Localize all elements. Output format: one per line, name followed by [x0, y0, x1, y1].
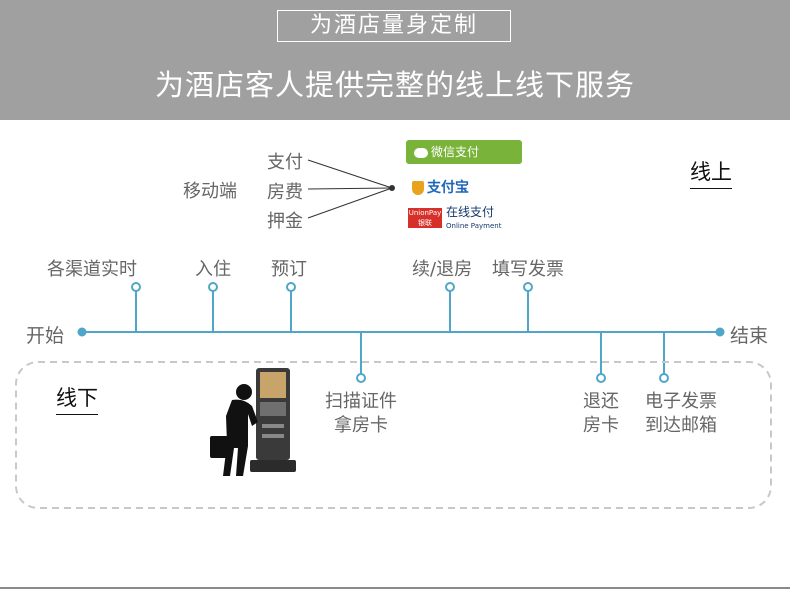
person-icon [210, 384, 258, 476]
timeline-end: 结束 [730, 325, 769, 347]
wechat-pay-text: 微信支付 [431, 145, 480, 159]
wechat-pay-badge: 微信支付 [406, 140, 522, 164]
alipay-badge: 支付宝 [406, 176, 486, 200]
unionpay-logo: UnionPay 银联 [408, 208, 442, 228]
alipay-shield-icon [412, 181, 424, 195]
kiosk-icon [250, 368, 296, 472]
timeline-start-dot [77, 327, 87, 337]
mobile-item-deposit: 押金 [267, 211, 303, 232]
banner-title: 为酒店客人提供完整的线上线下服务 [154, 68, 635, 102]
unionpay-text: 在线支付 [446, 205, 495, 219]
offline-box [15, 361, 772, 509]
connector-line [307, 187, 393, 219]
mobile-item-pay: 支付 [267, 152, 303, 173]
step-extend-checkout: 续/退房 [412, 259, 473, 280]
wechat-icon [414, 147, 428, 158]
bottom-divider [0, 587, 790, 589]
step-e-invoice: 电子发票 到达邮箱 [637, 390, 725, 438]
timeline-end-dot [715, 327, 725, 337]
mobile-label: 移动端 [183, 181, 237, 202]
step-booking: 预订 [271, 259, 307, 280]
connector-dot [389, 185, 395, 191]
step-scan-id: 扫描证件 拿房卡 [319, 390, 403, 438]
connector-line [307, 187, 393, 190]
top-ticks [131, 282, 533, 332]
step-scan-id-line1: 扫描证件 [325, 391, 397, 412]
unionpay-sub: Online Payment [446, 222, 502, 230]
step-channels: 各渠道实时 [47, 259, 137, 280]
step-scan-id-line2: 拿房卡 [334, 415, 388, 436]
step-return-card-line1: 退还 [583, 391, 619, 412]
connector-line [307, 159, 393, 189]
offline-section-label: 线下 [56, 382, 98, 415]
banner-tag: 为酒店量身定制 [277, 10, 511, 42]
step-return-card-line2: 房卡 [583, 415, 619, 436]
alipay-text: 支付宝 [427, 180, 469, 196]
mobile-item-room-fee: 房费 [267, 182, 303, 203]
step-invoice: 填写发票 [492, 259, 564, 280]
bottom-ticks [356, 332, 669, 383]
step-return-card: 退还 房卡 [574, 390, 628, 438]
step-e-invoice-line1: 电子发票 [645, 391, 717, 412]
step-checkin: 入住 [195, 259, 231, 280]
step-e-invoice-line2: 到达邮箱 [645, 415, 717, 436]
header-banner: 为酒店量身定制 为酒店客人提供完整的线上线下服务 [0, 0, 790, 120]
unionpay-badge: UnionPay 银联在线支付 Online Payment [406, 206, 506, 230]
online-section-label: 线上 [690, 156, 732, 189]
timeline-start: 开始 [26, 325, 65, 347]
